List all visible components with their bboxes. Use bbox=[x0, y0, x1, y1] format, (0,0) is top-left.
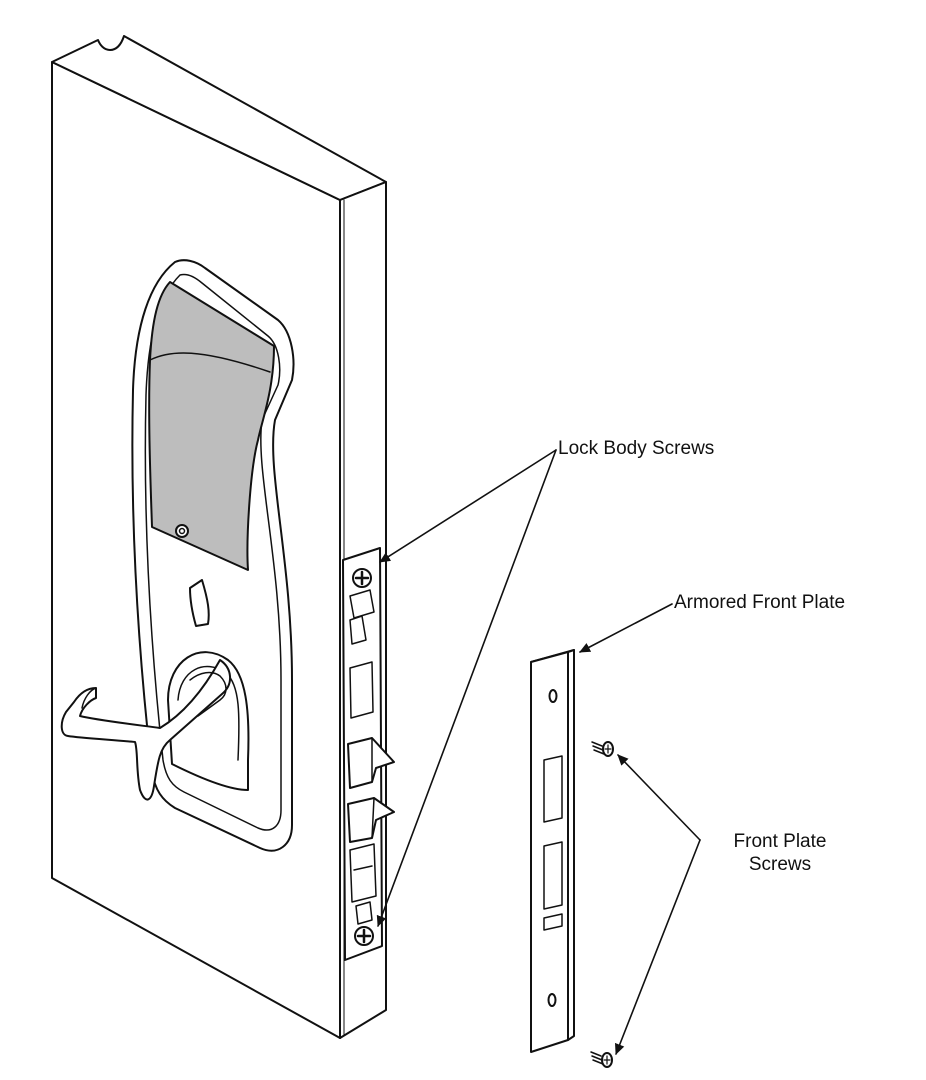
card-reader-panel bbox=[148, 281, 275, 571]
leader-lines bbox=[376, 449, 701, 1055]
front-plate-screw-bottom bbox=[590, 1051, 613, 1068]
leader-lock-body-bottom bbox=[376, 449, 557, 927]
front-plate-screws bbox=[590, 741, 614, 1068]
lock-escutcheon bbox=[131, 259, 295, 852]
label-front-plate-screws-line1: Front Plate bbox=[733, 831, 827, 852]
thumb-button bbox=[189, 579, 210, 627]
leader-screw-bottom bbox=[614, 839, 701, 1055]
leader-front-plate bbox=[579, 603, 673, 653]
label-armored-front-plate: Armored Front Plate bbox=[674, 592, 846, 613]
label-front-plate-screws: Front Plate Screws bbox=[710, 830, 850, 876]
mortise-lock-body bbox=[342, 547, 395, 961]
label-lock-body-screws: Lock Body Screws bbox=[558, 438, 715, 459]
door-top bbox=[51, 35, 387, 201]
label-front-plate-screws-line2: Screws bbox=[748, 854, 812, 875]
leader-screw-top bbox=[617, 754, 701, 841]
armored-front-plate bbox=[530, 649, 575, 1053]
leader-lock-body-top bbox=[379, 449, 557, 563]
front-plate-screw-top bbox=[591, 741, 614, 757]
lever-handle bbox=[60, 659, 231, 801]
